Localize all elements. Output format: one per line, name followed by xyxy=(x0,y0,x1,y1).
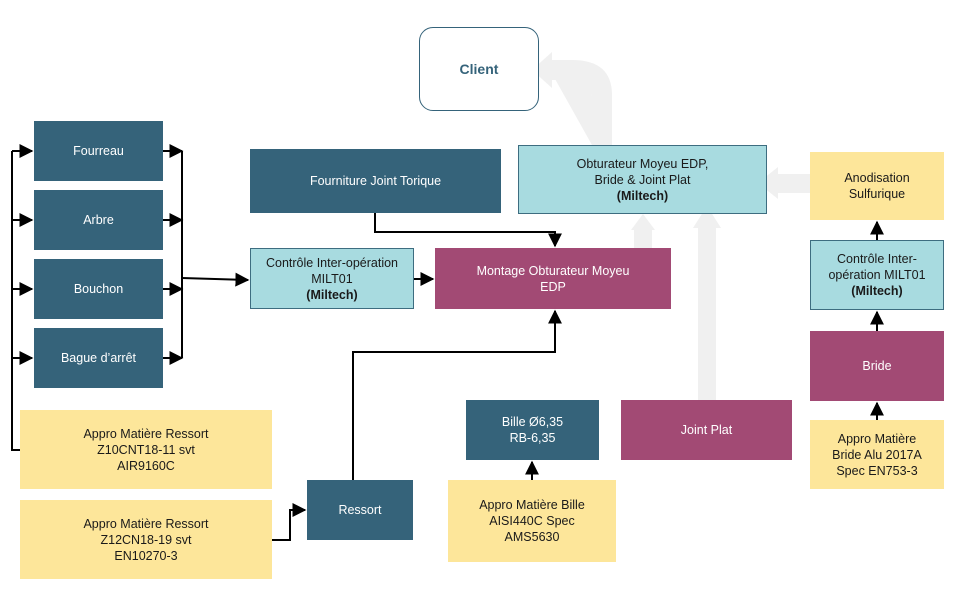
flow-arrow-to-client-body xyxy=(550,60,612,145)
node-arbre: Arbre xyxy=(34,190,163,250)
node-obturateur-line1: Obturateur Moyeu EDP, xyxy=(576,156,709,171)
connector-ressort-to-montage xyxy=(352,309,562,480)
node-bille-line1: Bille Ø6,35 xyxy=(501,415,564,429)
connector-joint-to-montage xyxy=(374,213,562,248)
connector-appro2-to-ressort xyxy=(272,503,307,541)
node-appro-bille: Appro Matière Bille AISI440C Spec AMS563… xyxy=(448,480,616,562)
node-obturateur: Obturateur Moyeu EDP, Bride & Joint Plat… xyxy=(518,145,767,214)
node-arbre-label: Arbre xyxy=(83,213,114,227)
node-appro-bride: Appro Matière Bride Alu 2017A Spec EN753… xyxy=(810,420,944,489)
node-client: Client xyxy=(419,27,539,111)
node-joint-plat: Joint Plat xyxy=(621,400,792,460)
node-obturateur-line3: (Miltech) xyxy=(616,188,669,203)
node-controle-right-line1: Contrôle Inter- xyxy=(837,252,917,266)
node-anodisation-line1: Anodisation xyxy=(844,171,910,185)
node-fourniture-joint: Fourniture Joint Torique xyxy=(250,149,501,213)
node-controle-left-line2: MILT01 xyxy=(311,271,353,286)
node-anodisation: Anodisation Sulfurique xyxy=(810,152,944,220)
node-anodisation-line2: Sulfurique xyxy=(848,187,906,201)
node-bouchon-label: Bouchon xyxy=(73,282,124,296)
node-appro-ressort-1-line3: AIR9160C xyxy=(117,458,175,473)
node-controle-left-line1: Contrôle Inter-opération xyxy=(265,255,399,270)
node-appro-ressort-2-line1: Appro Matière Ressort xyxy=(83,516,209,531)
node-controle-left-line3: (Miltech) xyxy=(306,287,358,302)
node-controle-right-line2: opération MILT01 xyxy=(828,268,926,282)
node-appro-ressort-2: Appro Matière Ressort Z12CN18-19 svt EN1… xyxy=(20,500,272,579)
flow-arrow-jointplat-head xyxy=(693,206,721,228)
node-appro-bride-line2: Bride Alu 2017A xyxy=(832,447,922,462)
node-ressort-label: Ressort xyxy=(338,503,382,517)
node-appro-ressort-1: Appro Matière Ressort Z10CNT18-11 svt AI… xyxy=(20,410,272,489)
node-fourniture-joint-label: Fourniture Joint Torique xyxy=(309,174,442,188)
flow-arrow-jointplat-body xyxy=(698,226,716,402)
node-client-label: Client xyxy=(459,61,499,77)
node-appro-bille-line1: Appro Matière Bille xyxy=(479,498,585,512)
node-appro-bille-line3: AMS5630 xyxy=(504,530,560,544)
flow-arrow-to-client-head xyxy=(532,52,552,88)
node-bouchon: Bouchon xyxy=(34,259,163,319)
node-controle-left: Contrôle Inter-opération MILT01 (Miltech… xyxy=(250,248,414,309)
node-montage-line2: EDP xyxy=(540,279,566,294)
node-appro-ressort-2-line3: EN10270-3 xyxy=(114,548,178,563)
node-appro-bride-line1: Appro Matière xyxy=(837,431,917,446)
node-appro-bille-line2: AISI440C Spec xyxy=(489,514,575,528)
node-bride-label: Bride xyxy=(862,359,892,373)
node-fourreau: Fourreau xyxy=(34,121,163,181)
node-appro-bride-line3: Spec EN753-3 xyxy=(836,463,918,478)
node-fourreau-label: Fourreau xyxy=(73,144,124,158)
node-appro-ressort-1-line2: Z10CNT18-11 svt xyxy=(97,442,195,457)
flow-arrow-montage-head xyxy=(631,214,655,230)
node-bague: Bague d’arrêt xyxy=(34,328,163,388)
node-appro-ressort-2-line2: Z12CN18-19 svt xyxy=(100,532,192,547)
flow-arrow-anodisation-head xyxy=(758,167,778,199)
node-bille: Bille Ø6,35 RB-6,35 xyxy=(466,400,599,460)
node-bride: Bride xyxy=(810,331,944,401)
flow-arrow-anodisation-body xyxy=(775,174,811,193)
flow-arrow-montage-body xyxy=(634,228,652,250)
node-bague-label: Bague d’arrêt xyxy=(60,351,137,365)
connector-left-bus xyxy=(11,151,20,451)
node-montage: Montage Obturateur Moyeu EDP xyxy=(435,248,671,309)
node-controle-right: Contrôle Inter- opération MILT01 (Miltec… xyxy=(810,240,944,310)
node-joint-plat-label: Joint Plat xyxy=(680,423,733,437)
node-bille-line2: RB-6,35 xyxy=(509,431,556,445)
flow-arrow-to-client xyxy=(531,60,592,145)
node-controle-right-line3: (Miltech) xyxy=(851,284,903,298)
connector-to-controle-left xyxy=(181,272,250,287)
node-obturateur-line2: Bride & Joint Plat xyxy=(594,172,691,187)
node-montage-line1: Montage Obturateur Moyeu xyxy=(476,263,630,278)
node-appro-ressort-1-line1: Appro Matière Ressort xyxy=(83,426,209,441)
node-ressort: Ressort xyxy=(307,480,413,540)
